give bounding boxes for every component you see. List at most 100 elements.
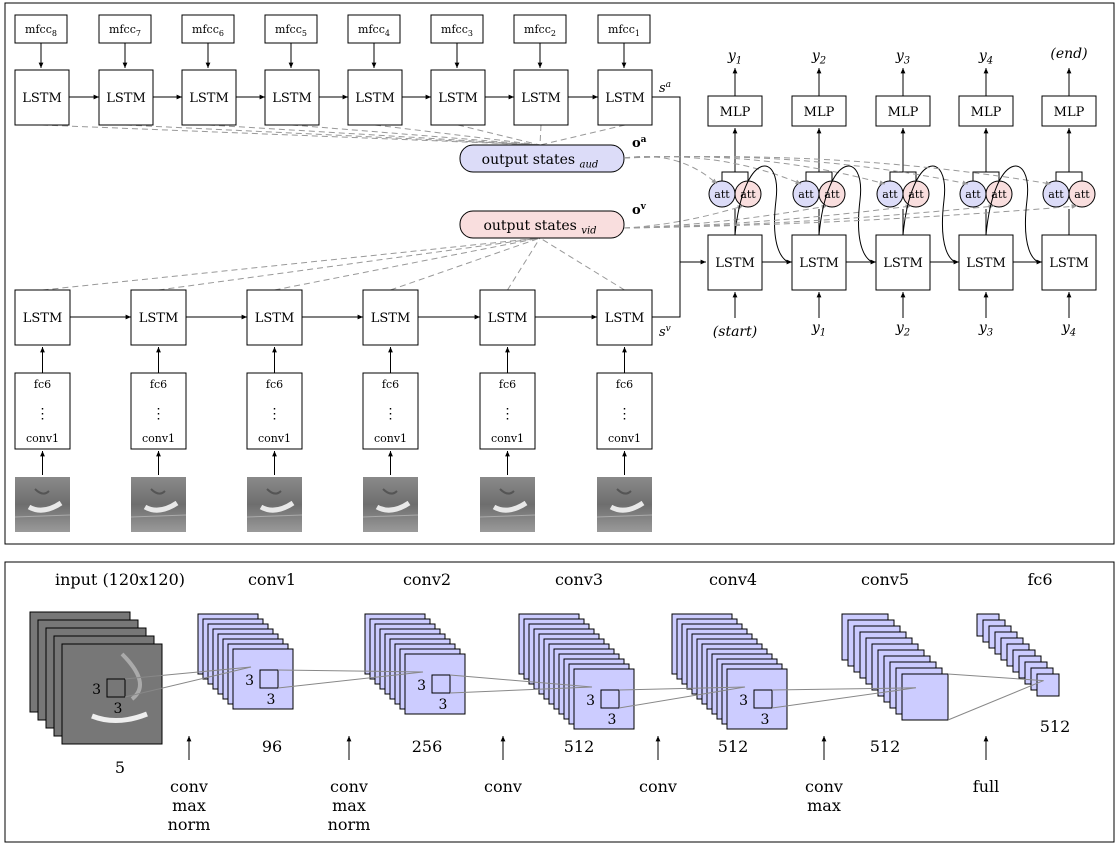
mouth-image bbox=[130, 477, 187, 532]
kernel-box bbox=[431, 674, 451, 694]
projection-line bbox=[618, 686, 746, 691]
att-aud-label: att bbox=[798, 188, 814, 201]
decoder-feedback-curve bbox=[985, 165, 1041, 263]
layer-title: fc6 bbox=[1027, 570, 1052, 589]
video-to-states-dash bbox=[274, 237, 541, 291]
mfcc-label: mfcc5 bbox=[275, 23, 307, 38]
audio-to-states-dash bbox=[125, 124, 541, 146]
vertical-dots: ⋮ bbox=[384, 406, 398, 422]
mlp-label: MLP bbox=[720, 105, 751, 120]
decoder-lstm-box bbox=[958, 234, 1014, 291]
input-label: y1 bbox=[811, 320, 826, 339]
decoder-lstm-label: LSTM bbox=[966, 256, 1006, 271]
feature-map bbox=[232, 648, 294, 710]
layer-title: conv1 bbox=[248, 570, 296, 589]
video-lstm-box bbox=[362, 289, 419, 346]
audio-encoder: mfcc8LSTMmfcc7LSTMmfcc6LSTMmfcc5LSTMmfcc… bbox=[14, 14, 671, 126]
projection-line bbox=[947, 680, 1044, 721]
op-label: conv bbox=[805, 777, 843, 796]
cnn-stack-box bbox=[14, 372, 71, 450]
mouth-line bbox=[246, 514, 303, 518]
conv1-label: conv1 bbox=[142, 432, 175, 445]
kernel-width-label: 3 bbox=[586, 693, 595, 709]
output-label: y3 bbox=[895, 48, 910, 67]
output-states-vid-pill bbox=[459, 210, 625, 239]
att-vid-label: att bbox=[1074, 188, 1090, 201]
sv-label: sv bbox=[659, 324, 671, 340]
projection-line bbox=[124, 666, 252, 680]
mlp-label: MLP bbox=[971, 105, 1002, 120]
op-label: max bbox=[332, 796, 366, 815]
audio-lstm-label: LSTM bbox=[438, 91, 478, 106]
att-aud-label: att bbox=[714, 188, 730, 201]
conv1-label: conv1 bbox=[608, 432, 641, 445]
output-label: (end) bbox=[1050, 46, 1087, 62]
projection-line bbox=[771, 687, 916, 691]
video-encoder: LSTMfc6⋮conv1LSTMfc6⋮conv1LSTMfc6⋮conv1L… bbox=[14, 289, 671, 532]
kernel-width-label: 3 bbox=[245, 673, 254, 689]
video-lstm-label: LSTM bbox=[23, 311, 63, 326]
video-lstm-box bbox=[246, 289, 303, 346]
decoder-lstm-box bbox=[707, 234, 763, 291]
mouth-image bbox=[479, 477, 536, 532]
fc6-label: fc6 bbox=[266, 378, 283, 391]
fc6-label: fc6 bbox=[150, 378, 167, 391]
projection-line bbox=[277, 671, 424, 689]
att-aud-label: att bbox=[882, 188, 898, 201]
mlp-label: MLP bbox=[888, 105, 919, 120]
att-aud-label: att bbox=[965, 188, 981, 201]
cnn-stack-box bbox=[246, 372, 303, 450]
mlp-box bbox=[1041, 95, 1097, 127]
decoder-lstm-label: LSTM bbox=[799, 256, 839, 271]
op-label: conv bbox=[170, 777, 208, 796]
mfcc-label: mfcc2 bbox=[524, 23, 556, 38]
op-label: conv bbox=[639, 777, 677, 796]
output-states-aud-label: output states aud bbox=[482, 152, 599, 171]
audio-to-states-dash bbox=[208, 124, 541, 146]
mouth-nose-shadow bbox=[34, 488, 50, 495]
mfcc-label: mfcc4 bbox=[358, 23, 390, 38]
op-label: max bbox=[807, 796, 841, 815]
audio-lstm-box bbox=[430, 69, 486, 126]
mfcc-box bbox=[98, 14, 152, 44]
mlp-box bbox=[791, 95, 847, 127]
projection-line bbox=[449, 674, 593, 688]
video-lstm-label: LSTM bbox=[605, 311, 645, 326]
video-lstm-label: LSTM bbox=[488, 311, 528, 326]
layer-title: conv4 bbox=[709, 570, 757, 589]
audio-to-states-dash bbox=[41, 124, 541, 146]
mouth-nose-shadow bbox=[499, 488, 515, 495]
mouth-image bbox=[362, 477, 419, 532]
kernel-width-label: 3 bbox=[92, 682, 101, 698]
fc6-label: fc6 bbox=[382, 378, 399, 391]
audio-lstm-label: LSTM bbox=[189, 91, 229, 106]
decoder-feedback-curve bbox=[902, 165, 958, 263]
aud-to-att-dash bbox=[623, 155, 1052, 186]
mouth-line bbox=[362, 514, 419, 518]
feature-map bbox=[726, 668, 788, 730]
projection-line bbox=[771, 687, 916, 709]
kernel-height-label: 3 bbox=[114, 701, 123, 717]
mlp-box bbox=[958, 95, 1014, 127]
vertical-dots: ⋮ bbox=[268, 406, 282, 422]
att-vid-circle bbox=[1068, 180, 1096, 208]
audio-lstm-label: LSTM bbox=[272, 91, 312, 106]
mouth-lip bbox=[375, 500, 411, 513]
mlp-label: MLP bbox=[1054, 105, 1085, 120]
op-label: full bbox=[973, 777, 999, 796]
mouth-line bbox=[596, 514, 653, 518]
ov-label: ov bbox=[632, 202, 647, 218]
input-frame-shape bbox=[120, 652, 142, 701]
decoder-feedback-curve bbox=[818, 165, 875, 263]
vid-to-att-dash bbox=[623, 204, 995, 229]
audio-lstm-label: LSTM bbox=[106, 91, 146, 106]
input-label: (start) bbox=[713, 324, 757, 340]
mouth-image bbox=[596, 477, 653, 532]
mouth-image bbox=[246, 477, 303, 532]
bottom-panel-frame bbox=[4, 561, 1115, 843]
aud-to-att-dash bbox=[623, 155, 969, 186]
mouth-lip bbox=[492, 500, 528, 513]
